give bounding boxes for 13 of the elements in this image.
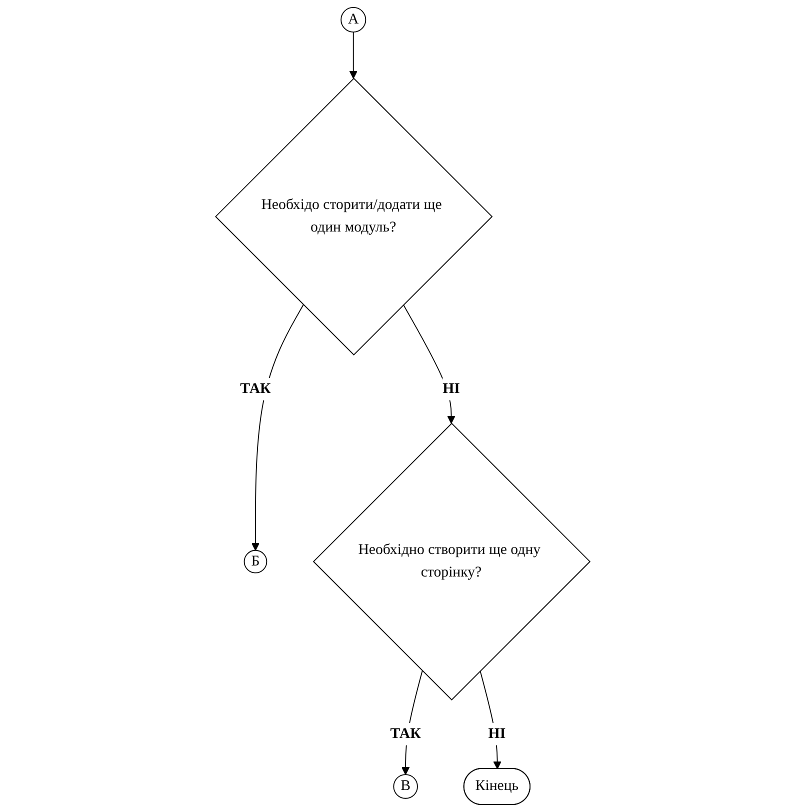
edge-label: ТАК — [390, 726, 422, 742]
edge-label: ТАК — [240, 380, 272, 397]
node-diamond: Необхідо сторити/додати ще один модуль? — [215, 78, 493, 356]
node-circle: В — [393, 774, 418, 799]
arrow — [350, 32, 358, 79]
edge-label: НІ — [488, 726, 506, 742]
arrow — [252, 304, 304, 551]
node-circle: Б — [244, 550, 268, 574]
edge-label: НІ — [442, 380, 460, 397]
arrow — [480, 670, 502, 770]
arrow — [403, 304, 456, 424]
node-circle: А — [340, 6, 366, 33]
node-diamond: Необхідно створити ще одну сторінку? — [313, 422, 591, 700]
